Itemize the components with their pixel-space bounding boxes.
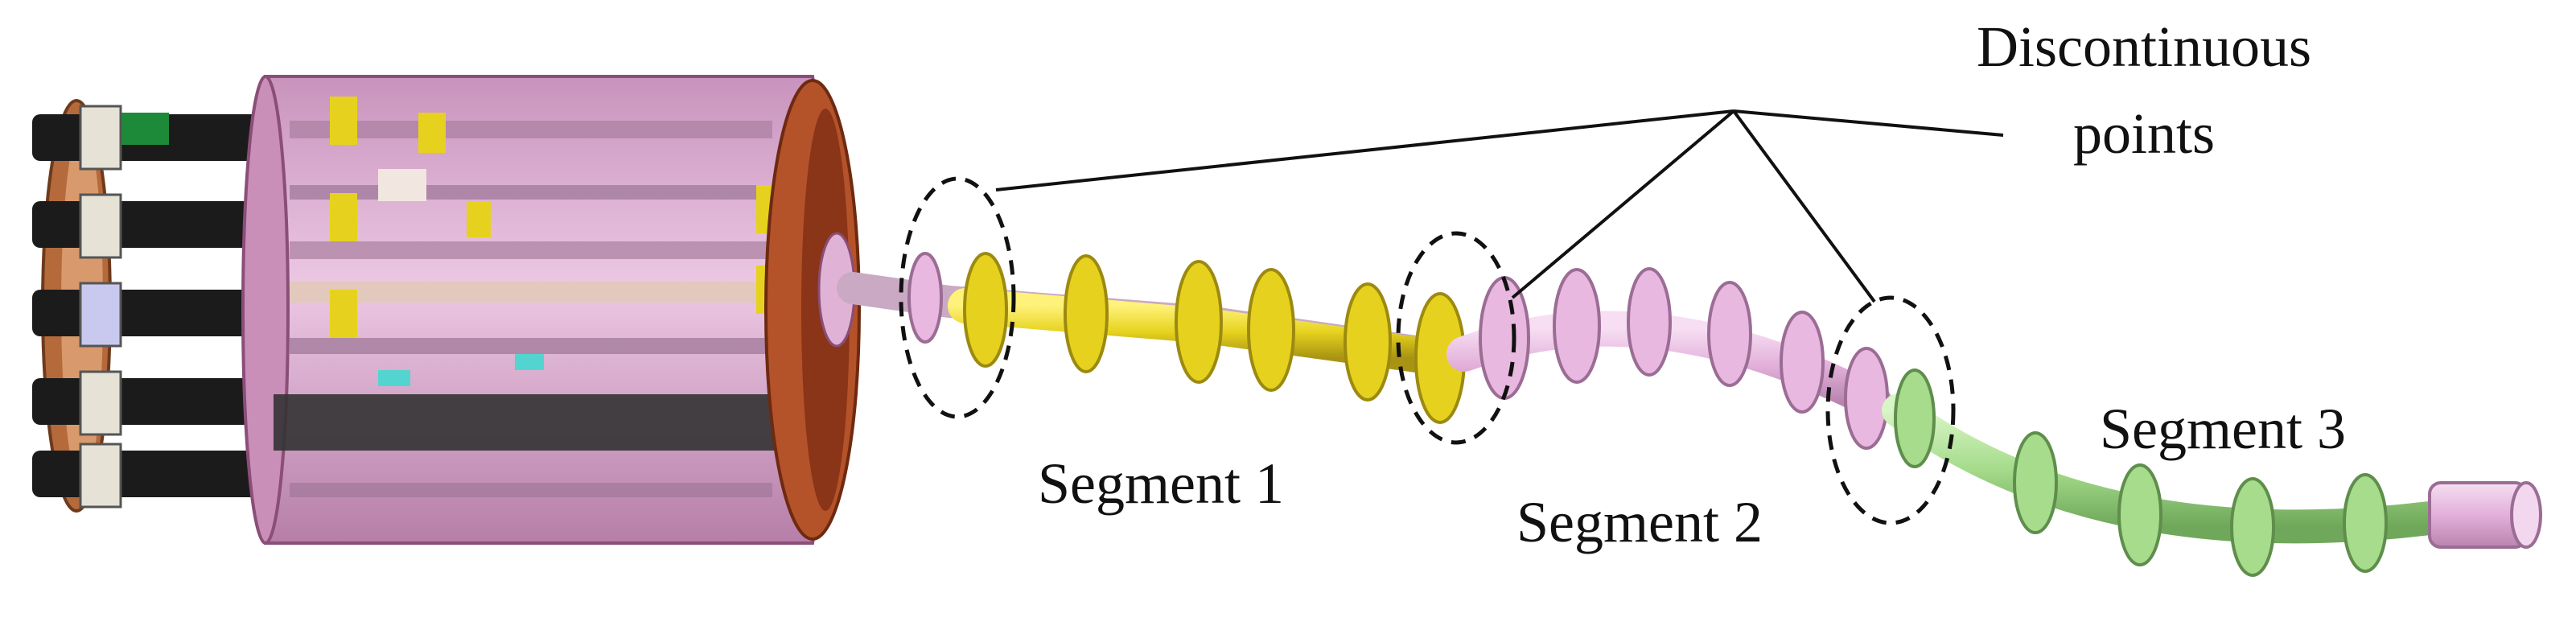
segment-3-label: Segment 3 xyxy=(2100,397,2346,461)
segment-2-label: Segment 2 xyxy=(1516,490,1763,554)
segment-1-body xyxy=(837,252,1466,424)
drive-unit xyxy=(32,75,861,545)
segment-2-body xyxy=(1446,267,1892,450)
leader-lines xyxy=(995,109,2004,303)
segment-1-label: Segment 1 xyxy=(1038,451,1284,516)
discontinuous-label-line2: points xyxy=(2073,101,2215,166)
discontinuous-point-marker-1 xyxy=(899,176,1016,419)
actuator-motors xyxy=(32,105,265,509)
discontinuous-label-line1: Discontinuous xyxy=(1977,14,2311,79)
cylindrical-housing xyxy=(241,75,834,545)
discontinuous-point-marker-3 xyxy=(1825,295,1956,525)
discontinuous-point-marker-2 xyxy=(1396,231,1516,445)
segment-3-body xyxy=(1882,369,2542,577)
